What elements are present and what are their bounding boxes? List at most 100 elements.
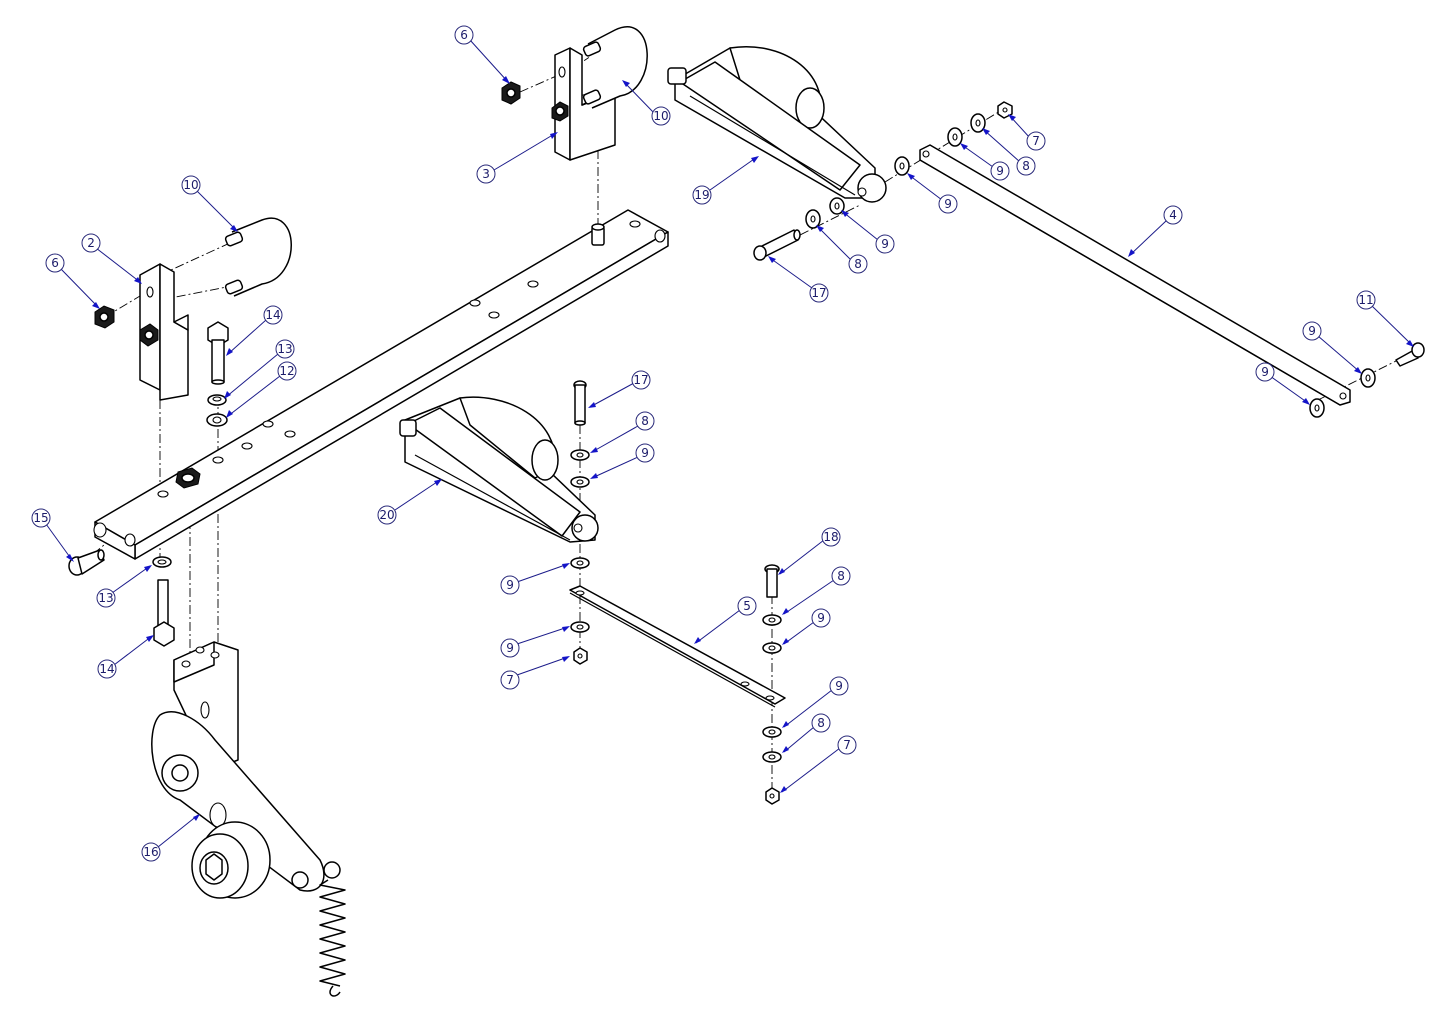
balloon-10a: 10 bbox=[651, 106, 671, 126]
balloon-7a: 7 bbox=[1026, 131, 1046, 151]
balloon-group-9c: 9 bbox=[841, 210, 895, 254]
svg-text:8: 8 bbox=[817, 716, 825, 730]
balloon-12: 12 bbox=[277, 361, 297, 381]
svg-text:20: 20 bbox=[379, 508, 394, 522]
balloon-group-9d: 9 bbox=[1302, 321, 1362, 374]
balloon-9j: 9 bbox=[829, 676, 849, 696]
balloon-9a: 9 bbox=[990, 161, 1010, 181]
svg-text:6: 6 bbox=[51, 256, 59, 270]
svg-text:9: 9 bbox=[1308, 324, 1316, 338]
balloon-group-6a: 6 bbox=[454, 25, 510, 84]
svg-text:2: 2 bbox=[87, 236, 95, 250]
balloon-group-10a: 10 bbox=[622, 80, 671, 126]
link-part-5 bbox=[569, 585, 786, 708]
balloon-8a: 8 bbox=[1016, 156, 1036, 176]
balloon-9h: 9 bbox=[811, 608, 831, 628]
svg-text:9: 9 bbox=[506, 641, 514, 655]
svg-text:8: 8 bbox=[837, 569, 845, 583]
balloon-3: 3 bbox=[476, 164, 496, 184]
svg-text:16: 16 bbox=[143, 845, 158, 859]
svg-text:12: 12 bbox=[279, 364, 294, 378]
balloon-group-9i: 9 bbox=[500, 626, 570, 658]
balloon-group-9h: 9 bbox=[782, 608, 831, 645]
svg-text:6: 6 bbox=[460, 28, 468, 42]
balloon-group-7b: 7 bbox=[500, 656, 570, 690]
balloon-group-10b: 10 bbox=[181, 175, 238, 232]
balloon-group-7c: 7 bbox=[780, 735, 857, 793]
balloon-11: 11 bbox=[1356, 290, 1376, 310]
tensioner-assembly-part-16 bbox=[151, 641, 346, 997]
balloon-14a: 14 bbox=[263, 305, 283, 325]
svg-text:18: 18 bbox=[823, 530, 838, 544]
svg-text:10: 10 bbox=[653, 109, 668, 123]
bolt-part-15 bbox=[68, 549, 105, 576]
svg-text:11: 11 bbox=[1358, 293, 1373, 307]
svg-text:8: 8 bbox=[1022, 159, 1030, 173]
balloon-8e: 8 bbox=[811, 713, 831, 733]
svg-text:7: 7 bbox=[1032, 134, 1040, 148]
svg-text:9: 9 bbox=[944, 197, 952, 211]
balloon-group-9j: 9 bbox=[782, 676, 849, 728]
balloon-6a: 6 bbox=[454, 25, 474, 45]
svg-text:9: 9 bbox=[506, 578, 514, 592]
balloon-7c: 7 bbox=[837, 735, 857, 755]
balloon-7b: 7 bbox=[500, 670, 520, 690]
balloon-14b: 14 bbox=[97, 659, 117, 679]
balloon-group-8a: 8 bbox=[982, 128, 1036, 176]
balloon-group-9b: 9 bbox=[907, 173, 958, 214]
balloon-13a: 13 bbox=[275, 339, 295, 359]
balloon-2: 2 bbox=[81, 233, 101, 253]
balloon-17a: 17 bbox=[809, 283, 829, 303]
balloon-10b: 10 bbox=[181, 175, 201, 195]
svg-text:9: 9 bbox=[835, 679, 843, 693]
balloon-group-3: 3 bbox=[476, 132, 558, 184]
svg-text:9: 9 bbox=[881, 237, 889, 251]
balloon-group-14b: 14 bbox=[97, 635, 154, 679]
balloon-17b: 17 bbox=[631, 370, 651, 390]
pin-part-17-top bbox=[753, 229, 801, 261]
svg-text:9: 9 bbox=[1261, 365, 1269, 379]
washers-and-pin-part-11 bbox=[1309, 342, 1425, 418]
balloon-6b: 6 bbox=[45, 253, 65, 273]
balloon-4: 4 bbox=[1163, 205, 1183, 225]
svg-text:19: 19 bbox=[694, 188, 709, 202]
balloon-group-9f: 9 bbox=[590, 443, 655, 479]
balloon-9c: 9 bbox=[875, 234, 895, 254]
svg-text:17: 17 bbox=[633, 373, 648, 387]
balloon-group-8b: 8 bbox=[816, 225, 868, 274]
bracket-part-2 bbox=[139, 263, 189, 401]
balloon-group-11: 11 bbox=[1356, 290, 1414, 347]
balloon-group-8d: 8 bbox=[782, 566, 851, 615]
svg-text:8: 8 bbox=[854, 257, 862, 271]
nut-part-6-left bbox=[94, 305, 115, 329]
balloon-group-2: 2 bbox=[81, 233, 142, 284]
balloon-9d: 9 bbox=[1302, 321, 1322, 341]
balloon-group-7a: 7 bbox=[1008, 114, 1046, 151]
balloon-group-15: 15 bbox=[31, 508, 74, 562]
balloon-15: 15 bbox=[31, 508, 51, 528]
actuator-part-20 bbox=[399, 396, 599, 543]
balloon-group-6b: 6 bbox=[45, 253, 100, 309]
balloon-18: 18 bbox=[821, 527, 841, 547]
svg-text:13: 13 bbox=[277, 342, 292, 356]
bolt-part-14-bottom bbox=[153, 579, 175, 647]
balloon-8c: 8 bbox=[635, 411, 655, 431]
balloon-group-5: 5 bbox=[694, 596, 757, 644]
balloon-group-13b: 13 bbox=[96, 565, 152, 608]
balloon-9i: 9 bbox=[500, 638, 520, 658]
svg-text:9: 9 bbox=[817, 611, 825, 625]
svg-text:14: 14 bbox=[99, 662, 114, 676]
balloon-group-19: 19 bbox=[692, 156, 759, 205]
svg-text:13: 13 bbox=[98, 591, 113, 605]
balloon-8b: 8 bbox=[848, 254, 868, 274]
balloon-group-13a: 13 bbox=[224, 339, 295, 399]
balloon-8d: 8 bbox=[831, 566, 851, 586]
washers-near-actuator-19 bbox=[805, 101, 1013, 229]
balloon-group-9e: 9 bbox=[1255, 362, 1310, 405]
main-cross-bar bbox=[93, 209, 669, 560]
balloon-13b: 13 bbox=[96, 588, 116, 608]
balloon-group-17b: 17 bbox=[588, 370, 651, 408]
balloon-group-8e: 8 bbox=[782, 713, 831, 753]
svg-text:15: 15 bbox=[33, 511, 48, 525]
